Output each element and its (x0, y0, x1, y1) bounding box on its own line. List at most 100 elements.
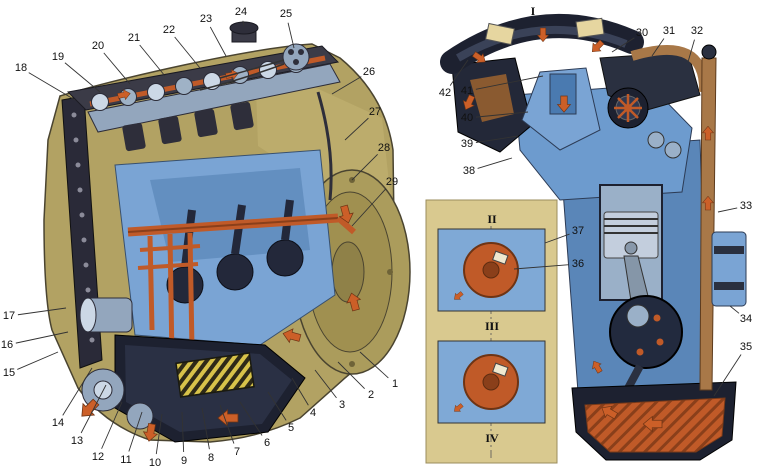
leader-line-20 (103, 52, 131, 85)
oil-pump-drive (607, 87, 649, 129)
spark-plug-wells (122, 101, 254, 152)
callout-28: 28 (378, 142, 390, 154)
leader-line-11 (128, 411, 143, 452)
callout-22: 22 (163, 24, 175, 36)
leader-line-32 (687, 39, 695, 63)
callout-16: 16 (1, 339, 13, 351)
leader-line-38 (477, 157, 513, 169)
oil-gallery (127, 213, 356, 361)
leader-line-40 (475, 111, 529, 118)
leader-line-7 (219, 404, 235, 444)
leader-line-28 (351, 154, 378, 181)
callout-30: 30 (636, 27, 648, 39)
leader-line-37 (544, 233, 570, 244)
oil-strainer (175, 352, 255, 398)
leader-line-16 (15, 331, 69, 344)
leader-line-41 (475, 75, 544, 90)
leader-line-39 (475, 135, 519, 144)
leader-line-29 (351, 188, 387, 227)
leader-line-19 (64, 62, 101, 93)
leader-line-4 (291, 377, 309, 406)
leader-line-1 (359, 351, 389, 379)
callout-33: 33 (740, 200, 752, 212)
section-label-IV: IV (485, 431, 499, 445)
crankshaft (609, 295, 683, 369)
air-cleaner (440, 14, 644, 74)
leader-line-22 (174, 36, 201, 69)
leader-line-14 (62, 367, 93, 416)
callout-24: 24 (235, 6, 247, 18)
callout-39: 39 (461, 138, 473, 150)
leader-line-42 (449, 59, 469, 86)
leader-line-26 (331, 76, 362, 95)
callout-37: 37 (572, 225, 584, 237)
leader-line-31 (651, 38, 665, 57)
leader-line-34 (729, 305, 740, 314)
oil-filter-box (711, 231, 747, 307)
callout-14: 14 (52, 417, 64, 429)
callout-18: 18 (15, 62, 27, 74)
callout-31: 31 (663, 25, 675, 37)
oil-pump-inset (425, 199, 558, 464)
leader-line-8 (201, 407, 210, 450)
callout-25: 25 (280, 8, 292, 20)
callout-3: 3 (339, 399, 345, 411)
oil-return-tube (699, 44, 717, 391)
callout-41: 41 (461, 85, 473, 97)
callout-17: 17 (3, 310, 15, 322)
callout-5: 5 (288, 422, 294, 434)
callout-19: 19 (52, 51, 64, 63)
callout-35: 35 (740, 341, 752, 353)
piston (603, 211, 659, 259)
callout-4: 4 (310, 407, 316, 419)
callout-26: 26 (363, 66, 375, 78)
callout-12: 12 (92, 451, 104, 463)
callout-10: 10 (149, 457, 161, 469)
leader-line-33 (717, 207, 738, 213)
leader-line-6 (239, 401, 263, 436)
leader-line-13 (80, 384, 107, 434)
callout-21: 21 (128, 32, 140, 44)
callout-23: 23 (200, 13, 212, 25)
right-cross-section (440, 14, 747, 461)
callout-20: 20 (92, 40, 104, 52)
section-label-I: I (531, 4, 536, 18)
callout-6: 6 (264, 437, 270, 449)
callout-32: 32 (691, 25, 703, 37)
leader-line-24 (242, 20, 245, 27)
section-label-II: II (487, 212, 497, 226)
oil-filler-cap (229, 21, 259, 43)
leader-line-3 (314, 369, 337, 399)
leader-line-21 (139, 44, 166, 77)
oil-sump (571, 381, 737, 461)
leader-line-2 (337, 361, 365, 389)
callout-13: 13 (71, 435, 83, 447)
crank-web-2 (216, 253, 254, 291)
section-label-III: III (485, 319, 499, 333)
dipstick (316, 91, 333, 201)
callout-27: 27 (369, 106, 381, 118)
callout-34: 34 (740, 313, 752, 325)
leader-line-25 (287, 22, 295, 49)
callout-8: 8 (208, 452, 214, 464)
callout-1: 1 (392, 378, 398, 390)
callout-9: 9 (181, 455, 187, 467)
callout-42: 42 (439, 87, 451, 99)
callout-7: 7 (234, 446, 240, 458)
leader-line-35 (713, 354, 742, 397)
leader-line-27 (344, 117, 369, 141)
leader-line-15 (17, 351, 59, 370)
leader-line-5 (267, 391, 287, 421)
leader-line-9 (181, 411, 185, 453)
pump-section-lower (437, 340, 546, 424)
oil-pump-front (79, 297, 133, 333)
exhaust-manifold (451, 57, 533, 153)
carburetor (521, 67, 601, 151)
leader-line-23 (209, 26, 227, 57)
leader-line-36 (513, 264, 570, 270)
callout-40: 40 (461, 112, 473, 124)
leader-line-17 (17, 307, 67, 316)
